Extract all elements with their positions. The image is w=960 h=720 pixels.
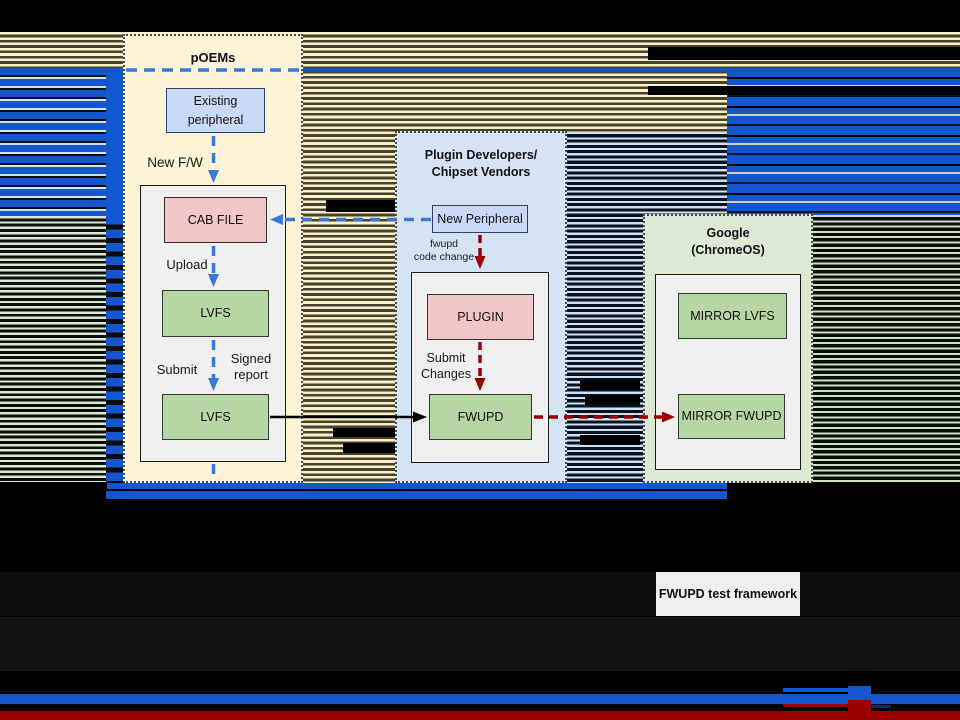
glitch-gray-band-2 [0,617,960,671]
glitch-blue-line-thin [783,688,848,692]
edge-label-upload: Upload [166,257,208,272]
edge-label-submit: Submit [156,362,198,377]
node-fwupd: FWUPD [429,394,532,440]
glitch-red-line-thin [783,704,847,707]
redaction-bar [343,443,395,453]
node-lvfs-upper: LVFS [162,290,269,337]
group-plugin-developers-title: Plugin Developers/ Chipset Vendors [424,148,538,179]
edge-label-new-fw: New F/W [147,155,203,170]
edge-label-submit-changes: Submit Changes [420,351,472,381]
glitch-blue-column-solid [106,68,124,216]
node-mirror-lvfs: MIRROR LVFS [678,293,787,339]
glitch-stripes-tan-mid [303,68,397,483]
glitch-blue-band-b [106,491,727,499]
glitch-gray-band-1 [0,572,960,616]
glitch-stripes-green-right [813,215,960,483]
redaction-bar [580,380,640,390]
redaction-bar [585,395,640,405]
glitch-red-band-bottom [0,711,960,720]
glitch-blue-column-dashed [106,216,124,483]
node-new-peripheral: New Peripheral [432,205,528,233]
group-poems-title: pOEMs [190,50,236,65]
node-mirror-fwupd: MIRROR FWUPD [678,394,785,439]
node-plugin: PLUGIN [427,294,534,340]
edge-label-fwupd-code-change: fwupd code change [413,238,475,264]
glitch-red-block [848,700,871,712]
glitch-blue-band-a [107,483,727,489]
node-cab-file: CAB FILE [164,197,267,243]
glitch-stripes-tan-above-plugin [397,68,727,132]
glitch-blue-line-top [0,68,960,72]
group-google-title: Google (ChromeOS) [691,226,765,257]
node-fwupd-test-framework: FWUPD test framework [656,572,800,616]
glitch-blue-region-left [0,68,106,216]
redaction-bar [326,200,395,212]
edge-label-signed-report: Signed report [230,351,272,383]
node-lvfs-lower: LVFS [162,394,269,440]
redaction-bar [580,435,640,445]
glitch-stripes-green-left [0,216,106,482]
redaction-bar [648,47,960,60]
redaction-bar [333,428,395,437]
glitch-blue-band-bottom [0,694,960,704]
redaction-bar [648,86,960,95]
glitch-navy-line-thin [871,705,891,708]
node-existing-peripheral: Existing peripheral [166,88,265,133]
